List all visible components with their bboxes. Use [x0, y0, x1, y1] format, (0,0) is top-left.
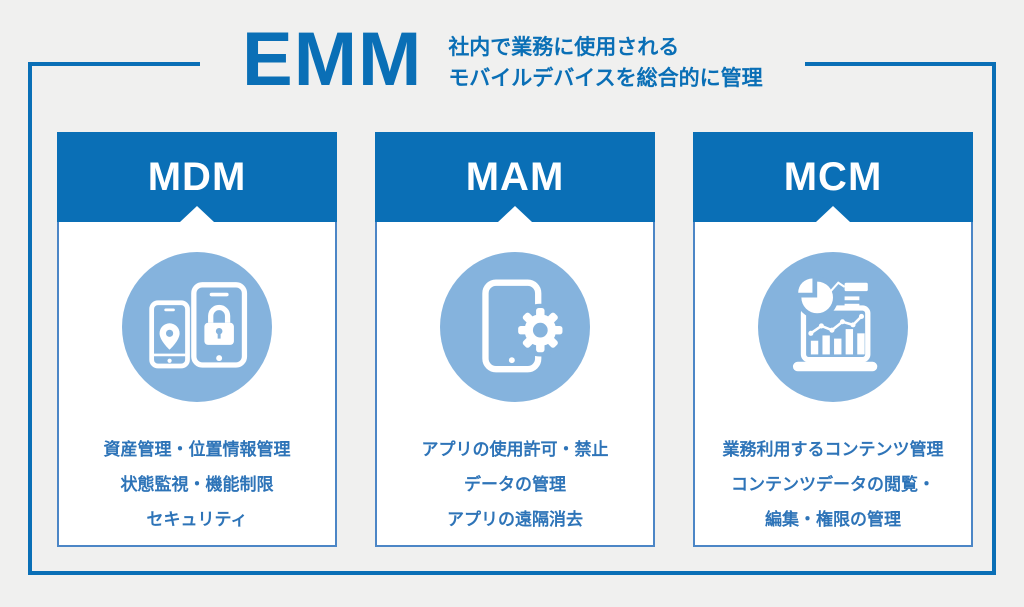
card-mcm-description: 業務利用するコンテンツ管理 コンテンツデータの閲覧・ 編集・権限の管理	[723, 432, 944, 537]
subtitle-line-1: 社内で業務に使用される	[448, 36, 680, 59]
card-row: MDM	[57, 132, 973, 547]
card-mdm: MDM	[57, 132, 337, 547]
card-mam: MAM	[375, 132, 655, 547]
header-notch	[498, 206, 532, 222]
card-mcm-body: 業務利用するコンテンツ管理 コンテンツデータの閲覧・ 編集・権限の管理	[693, 222, 973, 547]
subtitle-line-2: モバイルデバイスを総合的に管理	[448, 67, 763, 90]
card-mdm-line-2: 状態監視・機能制限	[120, 475, 274, 494]
card-mam-line-3: アプリの遠隔消去	[447, 510, 583, 529]
card-mam-description: アプリの使用許可・禁止 データの管理 アプリの遠隔消去	[422, 432, 609, 537]
header-notch	[816, 206, 850, 222]
card-mdm-description: 資産管理・位置情報管理 状態監視・機能制限 セキュリティ	[104, 432, 291, 537]
card-mdm-line-1: 資産管理・位置情報管理	[103, 440, 291, 459]
card-mcm-line-2: コンテンツデータの閲覧・	[731, 475, 935, 494]
devices-lock-location-icon	[122, 252, 272, 402]
card-mam-line-1: アプリの使用許可・禁止	[421, 440, 609, 459]
page-title: EMM	[242, 17, 423, 102]
phone-gear-icon	[440, 252, 590, 402]
card-mcm-line-1: 業務利用するコンテンツ管理	[722, 440, 944, 459]
page-header: EMM 社内で業務に使用される モバイルデバイスを総合的に管理	[200, 14, 805, 106]
card-mdm-line-3: セキュリティ	[146, 510, 248, 529]
header-notch	[180, 206, 214, 222]
card-mdm-title: MDM	[147, 154, 247, 199]
card-mam-header: MAM	[375, 132, 655, 222]
page-subtitle: 社内で業務に使用される モバイルデバイスを総合的に管理	[448, 26, 762, 94]
card-mdm-body: 資産管理・位置情報管理 状態監視・機能制限 セキュリティ	[57, 222, 337, 547]
card-mam-line-2: データの管理	[464, 475, 566, 494]
card-mcm-header: MCM	[693, 132, 973, 222]
analytics-charts-icon	[758, 252, 908, 402]
card-mcm-title: MCM	[783, 154, 883, 199]
card-mdm-header: MDM	[57, 132, 337, 222]
card-mcm-line-3: 編集・権限の管理	[765, 510, 901, 529]
card-mam-body: アプリの使用許可・禁止 データの管理 アプリの遠隔消去	[375, 222, 655, 547]
card-mam-title: MAM	[465, 154, 565, 199]
card-mcm: MCM	[693, 132, 973, 547]
